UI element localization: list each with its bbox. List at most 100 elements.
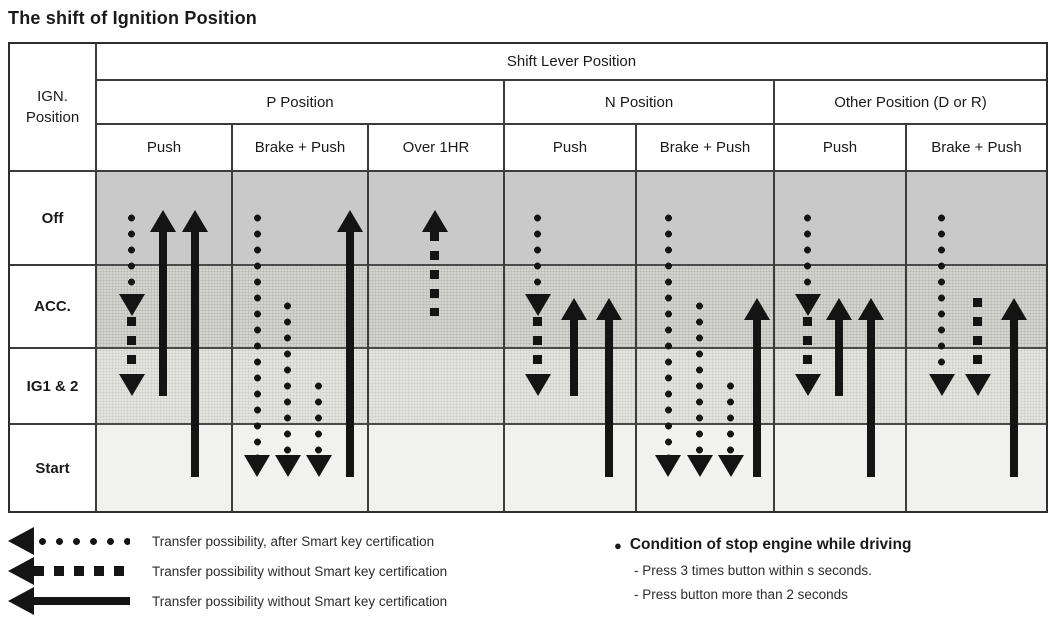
subheader-brake-push: Brake + Push: [233, 125, 369, 172]
row-band-off: [775, 172, 905, 266]
arrowhead-down-icon: [717, 455, 744, 477]
arrow-line-solid: [605, 320, 613, 477]
legend-label: Transfer possibility, after Smart key ce…: [152, 533, 435, 549]
arrowhead-up-icon: [858, 298, 885, 320]
arrowhead-down-icon: [274, 455, 301, 477]
arrow-dotted-down: [305, 378, 332, 477]
arrowhead-up-icon: [181, 210, 208, 232]
arrowhead-up-icon: [560, 298, 587, 320]
arrow-line-dotted: [803, 210, 812, 294]
legend-item-1: Transfer possibility, after Smart key ce…: [8, 526, 447, 556]
condition-title: ● Condition of stop engine while driving: [614, 536, 911, 554]
subheader-brake-push: Brake + Push: [637, 125, 775, 172]
arrow-line-dotted: [726, 378, 736, 455]
row-band-ig1-2: [369, 349, 503, 425]
arrowhead-up-icon: [743, 298, 770, 320]
subheader-over-1hr: Over 1HR: [369, 125, 505, 172]
group-header-other-position-d-or-r-: Other Position (D or R): [775, 81, 1046, 125]
arrow-line-dashed: [533, 298, 542, 374]
arrowhead-down-icon: [305, 455, 332, 477]
arrow-line-dotted: [663, 210, 673, 455]
arrow-line-dotted: [283, 298, 293, 455]
arrow-dotted-down: [274, 298, 301, 477]
row-label-acc-: ACC.: [10, 266, 97, 349]
condition-title-text: Condition of stop engine while driving: [629, 536, 912, 553]
row-band-off: [637, 172, 773, 266]
row-band-acc-: [637, 266, 773, 349]
arrow-solid-up: [181, 210, 208, 477]
arrowhead-down-icon: [655, 455, 682, 477]
arrow-line-solid: [569, 320, 578, 396]
arrow-dotted-down: [928, 210, 955, 396]
data-column-4-push: [505, 172, 637, 511]
arrow-line-solid: [867, 320, 876, 477]
arrow-solid-up: [596, 298, 622, 477]
arrowhead-left-icon: [8, 527, 34, 555]
arrow-dashed-down: [118, 298, 145, 396]
data-column-1-push: [97, 172, 233, 511]
arrow-line-solid: [345, 232, 354, 477]
subheader-push: Push: [505, 125, 637, 172]
arrow-solid-up: [1001, 298, 1028, 477]
arrow-dashed-down: [964, 298, 991, 396]
subheader-push: Push: [775, 125, 907, 172]
row-label-start: Start: [10, 425, 97, 511]
arrow-line-solid: [752, 320, 761, 477]
row-label-off: Off: [10, 172, 97, 266]
condition-item-2: - Press button more than 2 seconds: [634, 587, 848, 602]
arrow-solid-up: [743, 298, 770, 477]
arrow-dotted-down: [244, 210, 271, 477]
arrow-dotted-down: [717, 378, 744, 477]
arrow-solid-up: [560, 298, 587, 396]
arrow-dashed-down: [524, 298, 551, 396]
arrowhead-down-icon: [964, 374, 991, 396]
corner-header-line1: IGN.: [37, 88, 68, 105]
arrow-line-solid: [1010, 320, 1019, 477]
arrow-solid-up: [825, 298, 852, 396]
arrow-line-dashed: [803, 298, 812, 374]
arrowhead-left-icon: [8, 557, 34, 585]
row-band-off: [505, 172, 635, 266]
arrow-dotted-down: [655, 210, 682, 477]
arrow-line-dashed: [430, 232, 440, 316]
legend-arrow-sample-dotted: [8, 527, 140, 555]
condition-item-1: - Press 3 times button within s seconds.: [634, 563, 872, 578]
legend-item-3: Transfer possibility without Smart key c…: [8, 586, 447, 616]
data-column-6-push: [775, 172, 907, 511]
arrow-line-solid: [158, 232, 167, 396]
arrow-line-dotted: [937, 210, 947, 374]
row-band-start: [775, 425, 905, 511]
condition-note: ● Condition of stop engine while driving…: [614, 536, 911, 602]
row-band-start: [907, 425, 1046, 511]
arrowhead-up-icon: [596, 298, 622, 320]
row-band-ig1-2: [637, 349, 773, 425]
legend-item-2: Transfer possibility without Smart key c…: [8, 556, 447, 586]
header-shift-lever-position: Shift Lever Position: [97, 44, 1046, 81]
arrowhead-up-icon: [825, 298, 852, 320]
ignition-shift-table: IGN. Position Shift Lever Position P Pos…: [8, 42, 1048, 513]
arrow-line-dashed: [127, 298, 137, 374]
legend-label: Transfer possibility without Smart key c…: [152, 593, 448, 609]
subheader-push: Push: [97, 125, 233, 172]
arrowhead-down-icon: [928, 374, 955, 396]
arrow-line-dotted: [695, 298, 705, 455]
arrow-line-solid: [834, 320, 843, 396]
legend-line-dotted: [34, 536, 130, 546]
condition-items: - Press 3 times button within s seconds.…: [614, 563, 911, 602]
data-column-5-brake-push: [637, 172, 775, 511]
arrow-solid-up: [858, 298, 885, 477]
legend-label: Transfer possibility without Smart key c…: [152, 563, 448, 579]
arrowhead-down-icon: [118, 374, 145, 396]
arrow-dotted-down: [686, 298, 713, 477]
arrowhead-down-icon: [524, 374, 551, 396]
legend-line-dashed: [34, 566, 130, 576]
arrow-line-dotted: [314, 378, 324, 455]
group-header-n-position: N Position: [505, 81, 775, 125]
row-band-start: [97, 425, 231, 511]
arrowhead-down-icon: [794, 374, 821, 396]
arrow-dashed-down: [794, 298, 821, 396]
arrow-line-solid: [190, 232, 199, 477]
data-column-2-brake-push: [233, 172, 369, 511]
legend-line-solid: [34, 597, 130, 605]
data-column-3-over-1hr: [369, 172, 505, 511]
